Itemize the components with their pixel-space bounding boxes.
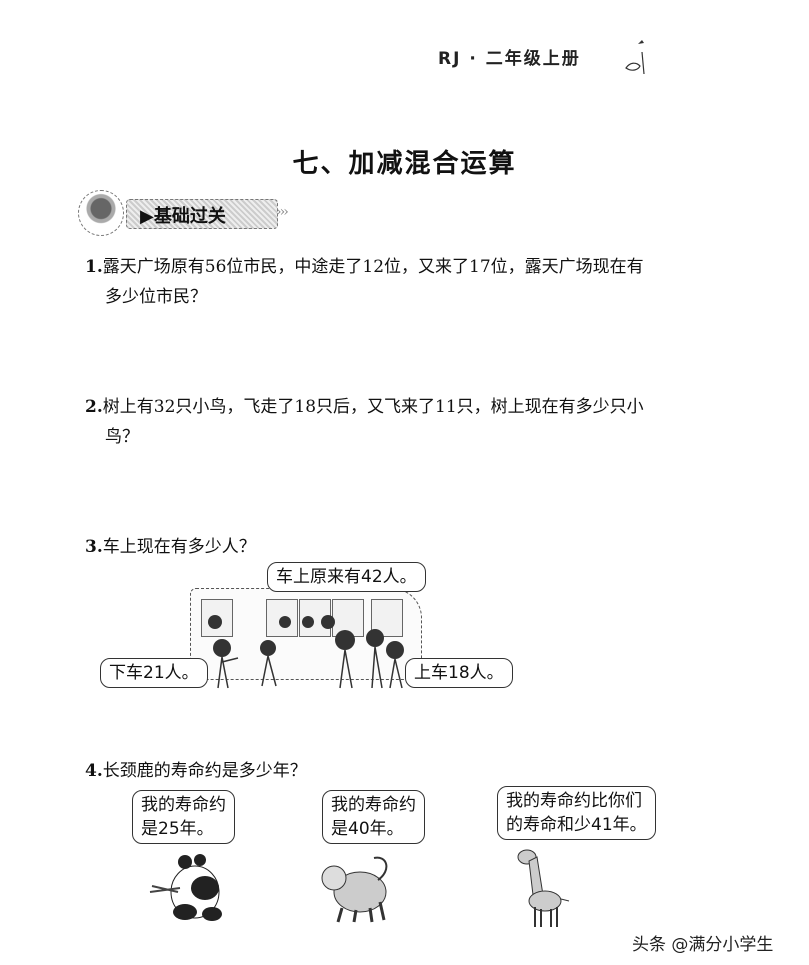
- bubble-line: 我的寿命约: [331, 795, 416, 815]
- monkey-icon: [321, 856, 388, 923]
- section-label: ▶基础过关: [140, 206, 226, 227]
- watermark: 头条 @满分小学生: [632, 935, 774, 955]
- question-4: 4.长颈鹿的寿命约是多少年？: [85, 756, 725, 786]
- question-1: 1.露天广场原有56位市民，中途走了12位，又来了17位，露天广场现在有 多少位…: [85, 252, 725, 312]
- speech-bubble-panda: 我的寿命约 是25年。: [132, 790, 235, 844]
- question-text-cont: 多少位市民？: [105, 287, 207, 307]
- question-number: 4.: [85, 761, 103, 781]
- speech-bubble-giraffe: 我的寿命约比你们 的寿命和少41年。: [497, 786, 656, 840]
- bubble-line: 的寿命和少41年。: [506, 815, 647, 835]
- edition-label: RJ · 二年级上册: [438, 49, 581, 69]
- question-text-cont: 鸟？: [105, 427, 139, 447]
- question-number: 3.: [85, 537, 103, 557]
- bubble-line: 我的寿命约: [141, 795, 226, 815]
- giraffe-icon: [517, 849, 570, 927]
- question-3: 3.车上现在有多少人？: [85, 532, 725, 562]
- bubble-line: 是40年。: [331, 819, 404, 839]
- child-avatar-icon: [78, 190, 124, 236]
- passengers-illustration: [208, 615, 404, 689]
- arrows-icon: ›››: [276, 204, 289, 220]
- panda-icon: [149, 854, 222, 921]
- bubble-line: 我的寿命约比你们: [506, 791, 642, 811]
- speech-bubble-monkey: 我的寿命约 是40年。: [322, 790, 425, 844]
- question-text: 长颈鹿的寿命约是多少年？: [102, 761, 307, 781]
- question-text: 车上现在有多少人？: [102, 537, 256, 557]
- badge-bar: [126, 199, 278, 229]
- speech-bubble-got-off: 下车21人。: [100, 658, 208, 688]
- question-number: 2.: [85, 397, 103, 417]
- question-text: 树上有32只小鸟，飞走了18只后，又飞来了11只，树上现在有多少只小: [102, 397, 644, 417]
- section-badge: ▶基础过关 ›››: [78, 190, 308, 236]
- bubble-line: 是25年。: [141, 819, 214, 839]
- question-2: 2.树上有32只小鸟，飞走了18只后，又飞来了11只，树上现在有多少只小 鸟？: [85, 392, 725, 452]
- speech-bubble-got-on: 上车18人。: [405, 658, 513, 688]
- pencil-hand-icon: [625, 40, 645, 75]
- speech-bubble-original: 车上原来有42人。: [267, 562, 426, 592]
- page-title: 七、加减混合运算: [292, 149, 517, 179]
- question-number: 1.: [85, 257, 103, 277]
- bus-illustration: [190, 588, 422, 680]
- question-text: 露天广场原有56位市民，中途走了12位，又来了17位，露天广场现在有: [102, 257, 644, 277]
